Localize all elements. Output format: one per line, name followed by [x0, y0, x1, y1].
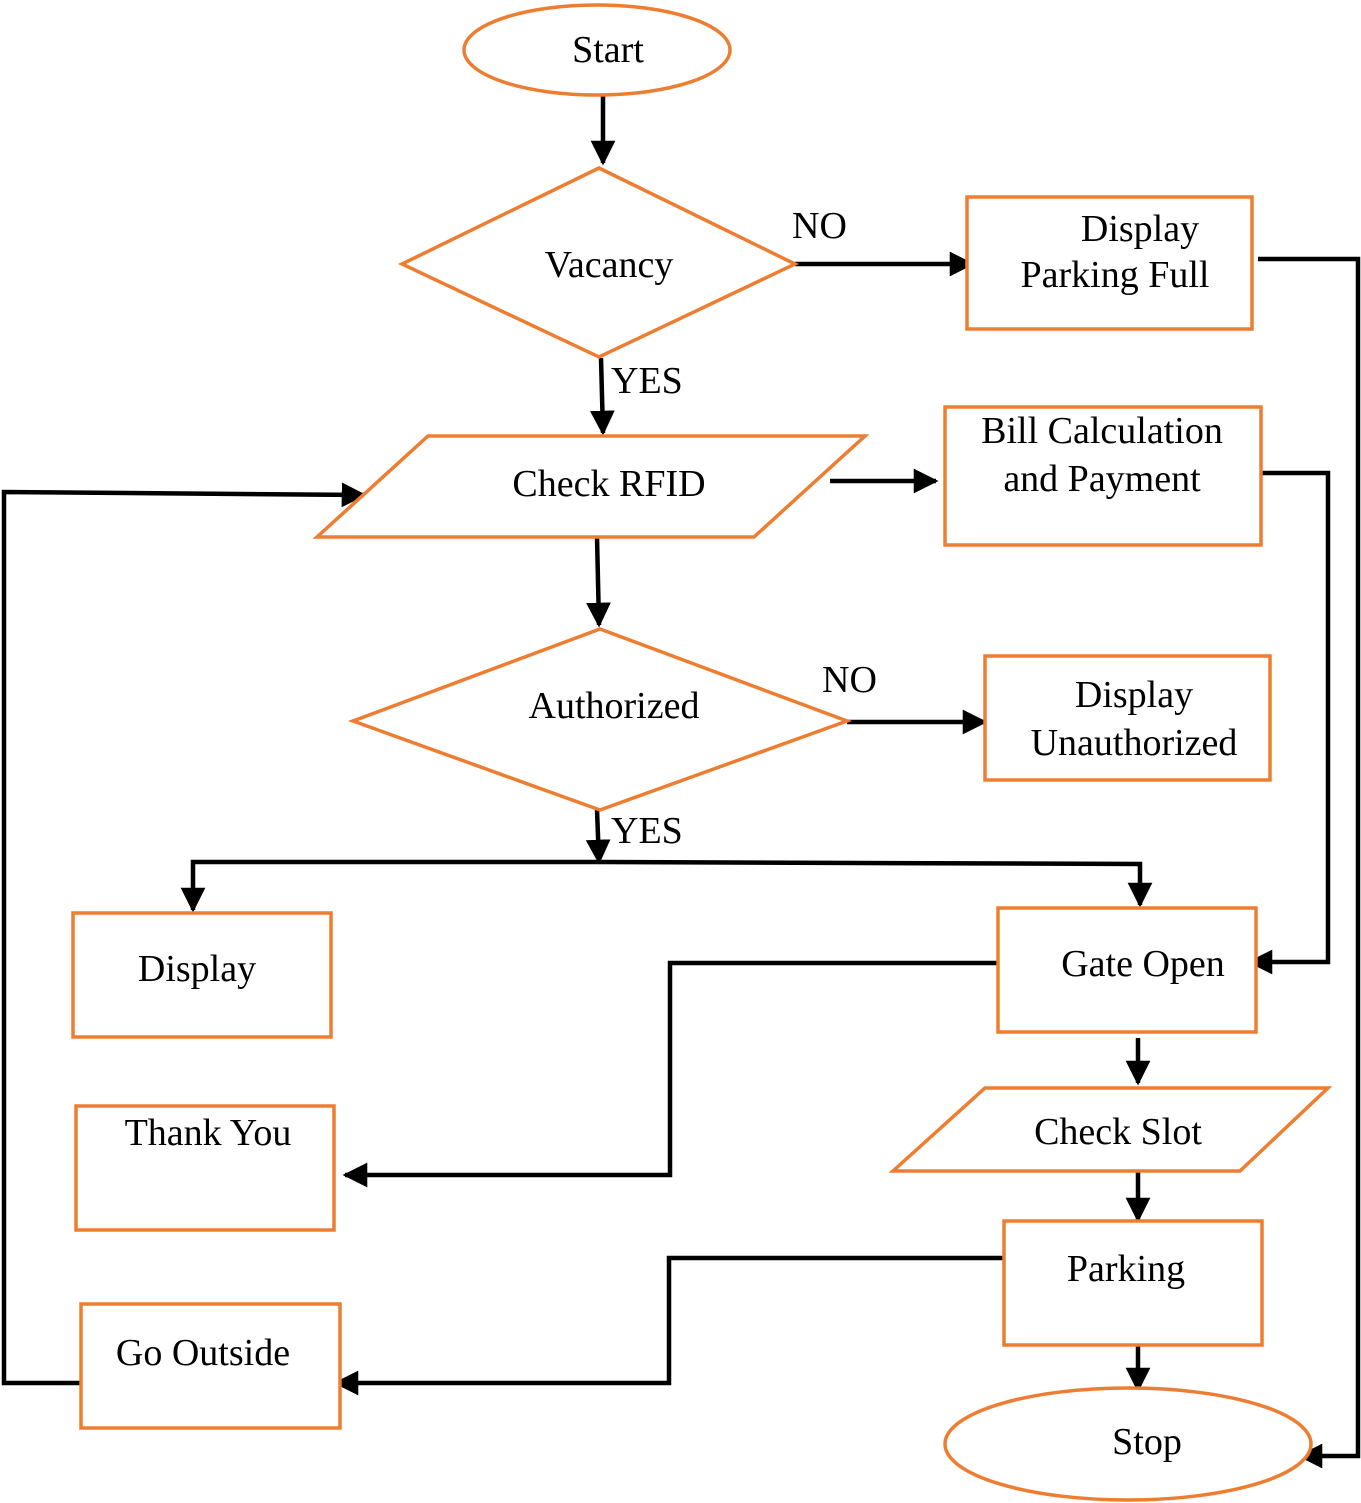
- edge-labels: NO YES NO YES: [611, 205, 877, 852]
- parking-full-box: [965, 195, 1254, 331]
- vacancy-node: Vacancy: [397, 166, 800, 359]
- unauthorized-label-line2: Unauthorized: [1031, 722, 1238, 764]
- edge-bill-to-gate-open: [1247, 470, 1331, 975]
- edge-parking-full-to-stop: [1258, 256, 1361, 1469]
- check-rfid-node: Check RFID: [312, 434, 870, 539]
- stop-label: Stop: [1112, 1421, 1182, 1463]
- parking-node: Parking: [1002, 1219, 1264, 1347]
- authorized-no-label: NO: [822, 659, 877, 701]
- unauthorized-box: [983, 654, 1272, 782]
- gate-open-label: Gate Open: [1061, 943, 1225, 985]
- stop-node: Stop: [943, 1386, 1313, 1502]
- gate-open-node: Gate Open: [996, 906, 1258, 1034]
- gate-open-box: [996, 906, 1258, 1034]
- stop-terminal: [943, 1386, 1313, 1502]
- parking-label: Parking: [1067, 1248, 1185, 1290]
- edge-gate-open-to-thank-you: [342, 960, 1000, 1188]
- bill-box: [943, 405, 1263, 547]
- display-label: Display: [138, 948, 256, 990]
- edge-check-rfid-to-authorized: [586, 536, 611, 628]
- go-outside-label: Go Outside: [116, 1332, 290, 1374]
- connectors: [1, 95, 1361, 1469]
- unauthorized-label-line1: Display: [1075, 674, 1193, 716]
- authorized-label: Authorized: [529, 685, 700, 727]
- authorized-decision: [347, 627, 853, 812]
- authorized-node: Authorized: [347, 627, 853, 812]
- authorized-yes-label: YES: [611, 810, 683, 852]
- bill-label-line2: and Payment: [1003, 458, 1201, 500]
- display-box: [71, 911, 333, 1039]
- check-slot-label: Check Slot: [1034, 1111, 1202, 1153]
- parking-full-label-line1: Display: [1081, 208, 1199, 250]
- display-node: Display: [71, 911, 333, 1039]
- edge-split-to-gate-open: [598, 859, 1153, 908]
- bill-node: Bill Calculation and Payment: [943, 405, 1263, 547]
- vacancy-no-label: NO: [792, 205, 847, 247]
- parking-box: [1002, 1219, 1264, 1347]
- bill-label-line1: Bill Calculation: [981, 410, 1223, 452]
- check-slot-node: Check Slot: [888, 1086, 1333, 1173]
- parking-full-node: Display Parking Full: [965, 195, 1254, 331]
- vacancy-decision: [397, 166, 800, 359]
- thank-you-box: [74, 1104, 336, 1232]
- edge-vacancy-yes-to-check-rfid: [590, 357, 615, 436]
- go-outside-box: [79, 1302, 342, 1430]
- parking-full-label-line2: Parking Full: [1021, 254, 1210, 296]
- thank-you-node: Thank You: [74, 1104, 336, 1232]
- start-label: Start: [572, 29, 644, 71]
- edge-authorized-yes: [585, 809, 611, 865]
- check-rfid-io: [312, 434, 870, 539]
- vacancy-label: Vacancy: [545, 244, 674, 286]
- check-rfid-label: Check RFID: [512, 463, 705, 505]
- unauthorized-node: Display Unauthorized: [983, 654, 1272, 782]
- start-terminal: [462, 3, 732, 97]
- thank-you-label: Thank You: [125, 1112, 292, 1154]
- vacancy-yes-label: YES: [611, 360, 683, 402]
- check-slot-io: [888, 1086, 1333, 1173]
- edge-split-to-display: [180, 859, 599, 913]
- edge-parking-to-go-outside: [333, 1255, 1004, 1396]
- start-node: Start: [462, 3, 732, 97]
- go-outside-node: Go Outside: [79, 1302, 342, 1430]
- edge-go-outside-to-check-rfid: [1, 482, 367, 1386]
